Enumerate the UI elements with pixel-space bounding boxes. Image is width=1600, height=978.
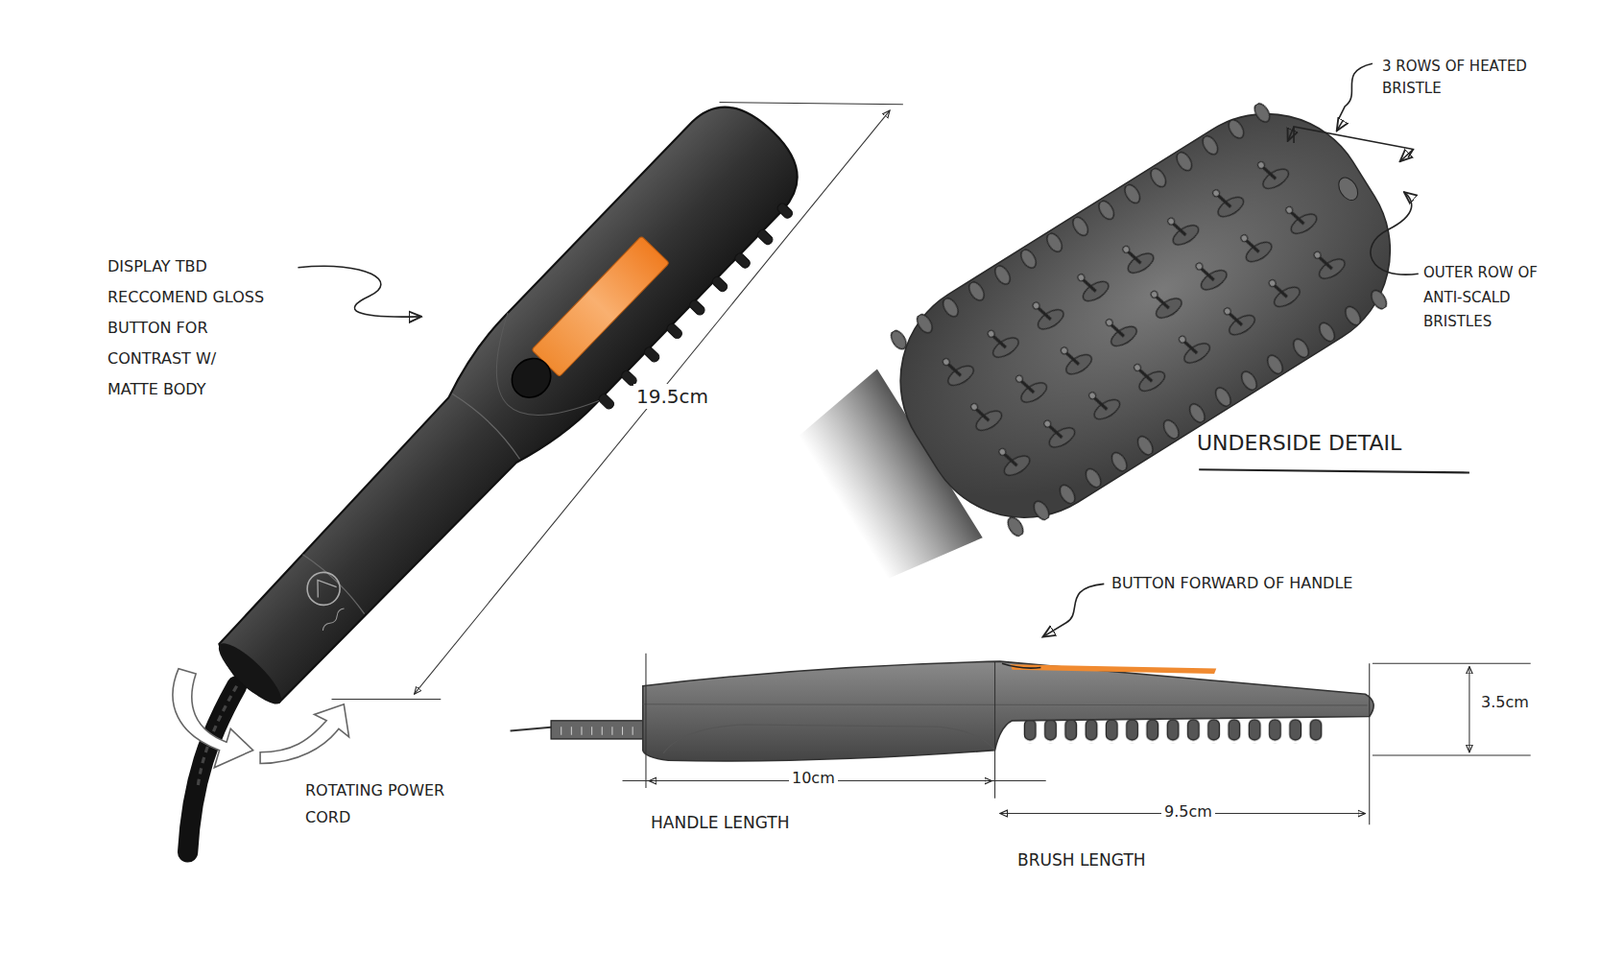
- brush-body: [194, 86, 828, 735]
- dimension-label: 3.5cm: [1478, 692, 1532, 714]
- leader-line: [297, 265, 422, 317]
- underside-view: [777, 74, 1430, 609]
- dimension-label: 10cm: [788, 768, 838, 789]
- side-view: [510, 661, 1375, 762]
- view-title: UNDERSIDE DETAIL: [1196, 429, 1402, 458]
- callout-note: 3 ROWS OF HEATED BRISTLE: [1382, 55, 1534, 99]
- dimension-caption: HANDLE LENGTH: [650, 811, 790, 834]
- callout-note: BUTTON FORWARD OF HANDLE: [1111, 573, 1353, 595]
- leader-lines: [1043, 63, 1470, 637]
- rotation-arrows: [172, 668, 350, 768]
- dimension-label: 19.5cm: [633, 383, 712, 409]
- design-note: DISPLAY TBD RECCOMEND GLOSS BUTTON FOR C…: [107, 251, 266, 406]
- power-cord: [188, 686, 238, 853]
- dimension-19-5: [332, 102, 904, 700]
- callout-note: OUTER ROW OF ANTI-SCALD BRISTLES: [1423, 261, 1568, 335]
- dimension-caption: BRUSH LENGTH: [1017, 849, 1147, 871]
- callout-note: ROTATING POWER CORD: [305, 777, 469, 832]
- dimension-lines: [622, 653, 1531, 826]
- dimension-label: 9.5cm: [1161, 802, 1216, 823]
